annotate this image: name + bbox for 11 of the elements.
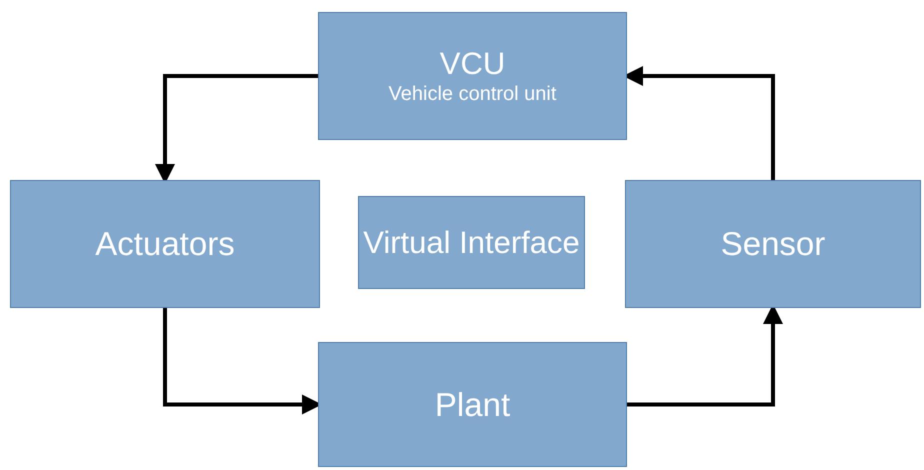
process-box	[10, 180, 320, 308]
box-title: Plant	[434, 386, 510, 424]
process-box	[318, 342, 627, 467]
process-box	[625, 180, 921, 308]
box-title: Sensor	[720, 225, 826, 263]
process-box	[358, 196, 585, 289]
box-title: Virtual Interface	[363, 224, 580, 260]
process-box	[318, 12, 627, 140]
box-title: Actuators	[95, 225, 235, 263]
box-subtitle: Vehicle control unit	[388, 82, 556, 106]
box-title: VCU	[440, 46, 506, 82]
